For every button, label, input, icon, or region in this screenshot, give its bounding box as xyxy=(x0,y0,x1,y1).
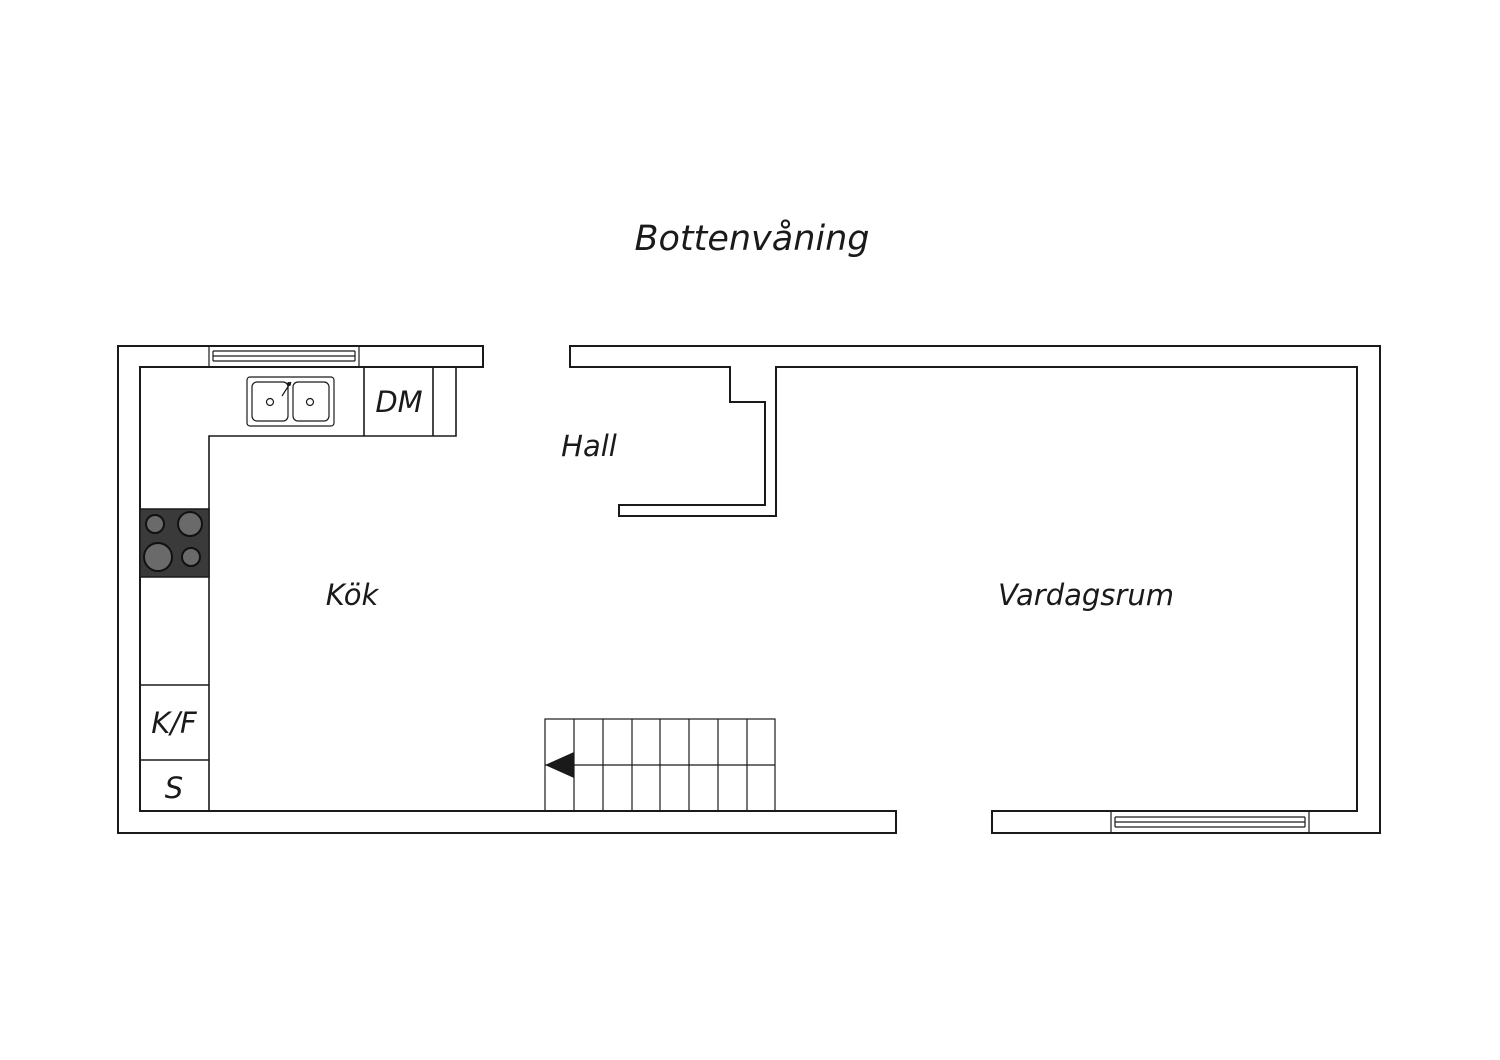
stair-arrow-icon xyxy=(545,752,574,778)
stove-icon xyxy=(139,508,210,578)
room-label-kok: Kök xyxy=(326,578,380,612)
fixture-label-dm: DM xyxy=(375,385,422,419)
sink-icon xyxy=(246,376,335,427)
floor-title: Bottenvåning xyxy=(634,218,869,259)
fixture-label-kf: K/F xyxy=(151,706,198,740)
exterior-walls xyxy=(117,345,1381,834)
room-label-vardagsrum: Vardagsrum xyxy=(998,578,1174,612)
kitchen-counter xyxy=(140,366,457,811)
fixture-label-s: S xyxy=(165,771,183,805)
window-bottom xyxy=(1110,810,1310,834)
staircase xyxy=(544,718,776,812)
room-label-hall: Hall xyxy=(561,429,617,463)
